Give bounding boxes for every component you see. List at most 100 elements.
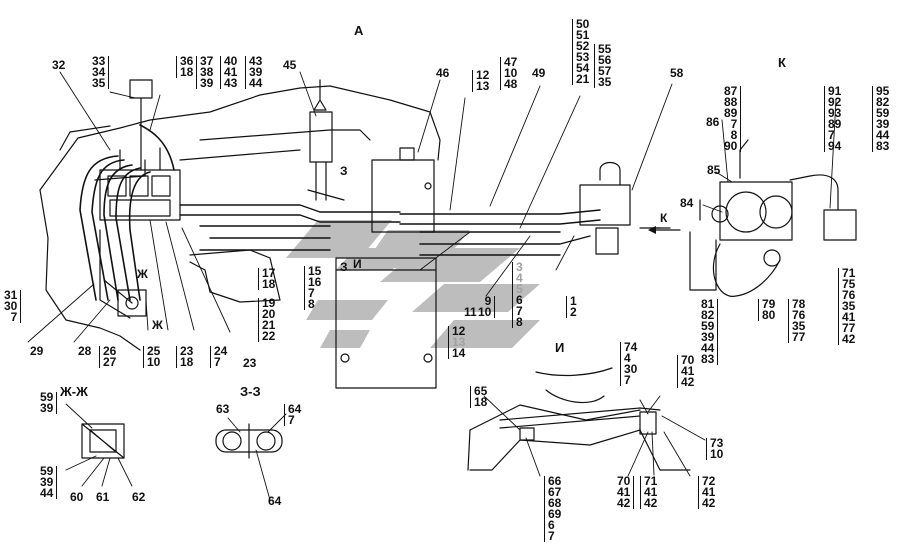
callout-bracket	[472, 70, 473, 92]
section-i-title: И	[555, 340, 565, 355]
callout-bracket	[143, 346, 144, 368]
callout-number: 39	[40, 475, 54, 489]
callout-bracket	[99, 346, 100, 368]
callout-number: 8	[308, 297, 315, 311]
callout-number: 36	[180, 54, 194, 68]
callout-number: 92	[828, 95, 842, 109]
callout-number: 44	[40, 486, 54, 500]
callout-number: 7	[828, 128, 835, 142]
callout-bracket	[470, 386, 471, 408]
callout-60: 60	[70, 490, 84, 504]
callout-number: 41	[224, 65, 238, 79]
callout-number: 10	[504, 66, 518, 80]
callout-number: 15	[308, 264, 322, 278]
callout-number: 8	[516, 315, 523, 329]
callout-bracket	[706, 438, 707, 460]
callout-number: 69	[548, 507, 562, 521]
callout-number: 37	[200, 54, 214, 68]
zh-section-marker-top: Ж	[137, 267, 148, 281]
callout-bracket	[572, 19, 573, 85]
callout-number: 59	[40, 464, 54, 478]
callout-number: 67	[548, 485, 562, 499]
leader-lines	[27, 71, 837, 501]
callout-bracket	[196, 56, 197, 89]
callout-11: 11	[464, 305, 477, 319]
callout-bracket	[633, 476, 635, 509]
callout-number: 52	[576, 39, 590, 53]
callout-number: 89	[724, 106, 738, 120]
callout-bracket	[284, 404, 285, 426]
callout-number: 39	[40, 401, 54, 415]
callout-number: 5	[516, 282, 523, 296]
i-view-marker: И	[353, 257, 362, 271]
callout-bracket	[512, 262, 513, 328]
watermark-logo	[286, 220, 540, 348]
callout-number: 22	[262, 329, 276, 343]
callout-bracket	[258, 298, 259, 342]
callout-number: 7	[288, 413, 295, 427]
callout-number: 57	[598, 64, 612, 78]
callout-number: 23	[180, 344, 194, 358]
callout-number: 80	[762, 308, 776, 322]
callout-number: 18	[262, 277, 276, 291]
callout-number: 18	[474, 395, 488, 409]
callout-number: 39	[876, 117, 890, 131]
callout-number: 88	[724, 95, 738, 109]
callout-number: 4	[516, 271, 523, 285]
callout-number: 3	[516, 260, 523, 274]
callout-number: 65	[474, 384, 488, 398]
callout-number: 74	[624, 340, 638, 354]
callout-number: 16	[308, 275, 322, 289]
callout-number: 20	[262, 307, 276, 321]
callout-bracket	[56, 392, 58, 414]
callout-number: 72	[702, 474, 716, 488]
callout-number: 77	[842, 321, 856, 335]
callout-number: 82	[876, 95, 890, 109]
callout-number: 44	[876, 128, 890, 142]
callout-bracket	[838, 268, 839, 345]
callout-63: 63	[216, 402, 230, 416]
callout-bracket	[698, 476, 699, 509]
callout-number: 6	[548, 518, 555, 532]
callout-bracket	[245, 56, 246, 89]
callout-number: 25	[147, 344, 161, 358]
callout-number: 55	[598, 42, 612, 56]
callout-number: 41	[644, 485, 658, 499]
callout-number: 41	[617, 485, 631, 499]
control-valve-block	[99, 79, 181, 221]
callout-number: 8	[730, 128, 738, 142]
callout-number: 44	[249, 76, 263, 90]
callout-bracket	[258, 268, 259, 290]
callout-number: 19	[262, 296, 276, 310]
callout-bracket	[717, 299, 719, 365]
callout-number: 83	[701, 352, 715, 366]
callout-number: 31	[4, 288, 18, 302]
callout-46: 46	[436, 66, 450, 80]
z-section-marker-bottom: З	[340, 260, 348, 274]
callout-number: 81	[701, 297, 715, 311]
callout-number: 35	[842, 299, 856, 313]
callout-29: 29	[30, 344, 44, 358]
callout-number: 21	[576, 72, 590, 86]
callout-number: 34	[92, 65, 106, 79]
callout-23: 23	[243, 356, 257, 370]
